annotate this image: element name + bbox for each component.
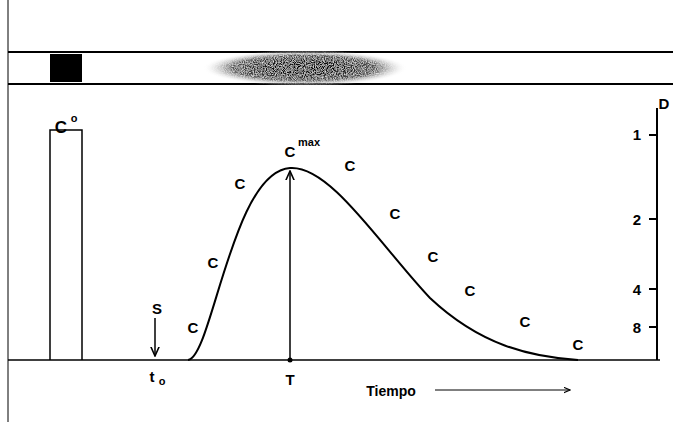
superscript: max (298, 137, 320, 148)
elution-curve (188, 168, 578, 360)
tick-label: 2 (633, 212, 641, 227)
marker-label: S (152, 301, 162, 316)
axis-title: D (659, 96, 670, 111)
concentration-symbol: C (428, 249, 439, 264)
concentration-symbol: C (465, 283, 476, 298)
concentration-symbol: C (520, 314, 531, 329)
axis-label: T (285, 372, 294, 387)
peak-arrow (289, 171, 291, 360)
peak-dot (288, 358, 293, 363)
tick-label: 8 (633, 320, 641, 335)
frame-line (8, 0, 9, 422)
concentration-symbol: C (235, 176, 246, 191)
eluted-zone (203, 50, 407, 86)
sample-zone (50, 54, 82, 82)
axis-tick (649, 134, 657, 136)
concentration-symbol: C (285, 144, 296, 159)
axis-title: Tiempo (366, 384, 416, 398)
start-arrow (154, 318, 156, 356)
concentration-symbol: C (345, 158, 356, 173)
time-arrow (435, 390, 570, 391)
superscript: o (71, 113, 78, 124)
subscript: o (159, 376, 166, 387)
axis-tick (649, 218, 657, 220)
concentration-symbol: C (390, 206, 401, 221)
injection-pulse (50, 130, 82, 360)
concentration-symbol: C (188, 320, 199, 335)
tick-label: 1 (633, 127, 641, 142)
axis-tick (649, 326, 657, 328)
axis-tick (649, 288, 657, 290)
dilution-axis (656, 108, 658, 360)
time-symbol: t (150, 369, 155, 384)
concentration-symbol: C (208, 255, 219, 270)
concentration-symbol: C (573, 337, 584, 352)
concentration-symbol: C (55, 119, 67, 136)
tick-label: 4 (633, 282, 641, 297)
